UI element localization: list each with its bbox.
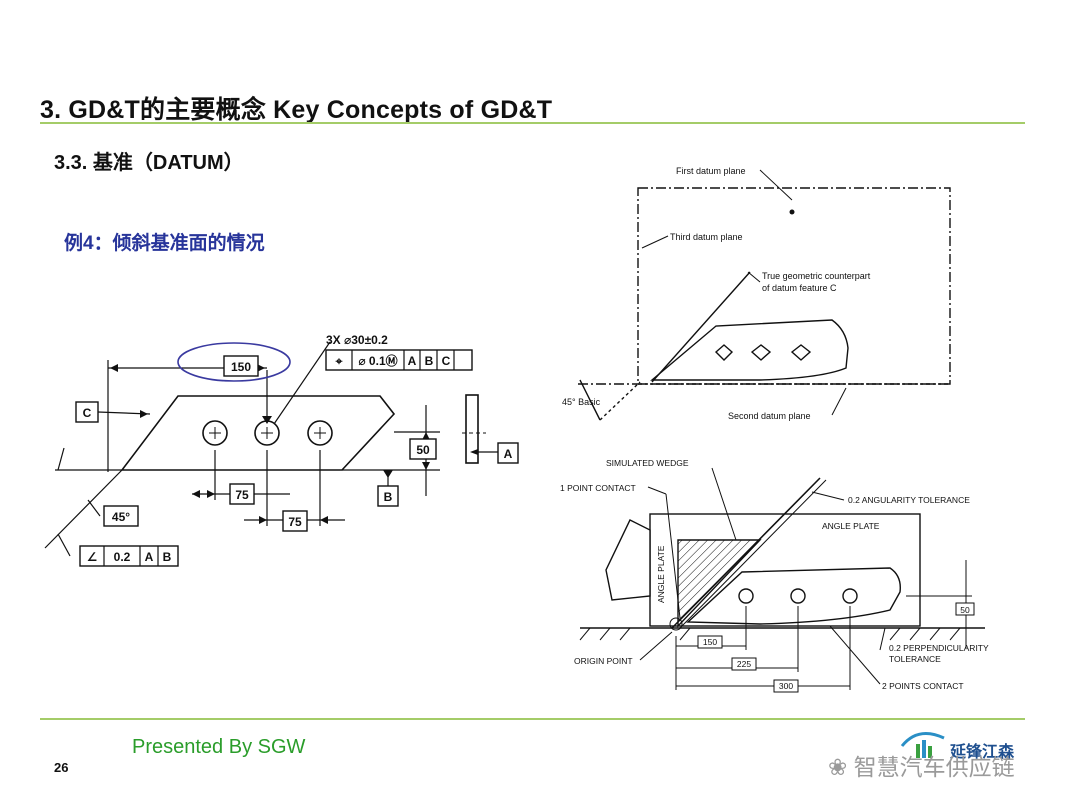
angle-plate-side-label: ANGLE PLATE (656, 545, 666, 603)
watermark-text: 智慧汽车供应链 (853, 754, 1015, 780)
dim-75-b: 75 (288, 515, 302, 529)
angularity-tolerance: 0.2 (114, 550, 131, 564)
frame-datum-b: B (425, 354, 434, 368)
datum-c-label: C (83, 406, 92, 420)
perpendicularity-label-2: TOLERANCE (889, 654, 941, 664)
dim-225-right: 225 (737, 659, 751, 669)
dim-300-right: 300 (779, 681, 793, 691)
presenter-credit: Presented By SGW (132, 736, 306, 758)
angularity-tolerance-label: 0.2 ANGULARITY TOLERANCE (848, 495, 970, 505)
angularity-datum-a: A (145, 550, 154, 564)
dim-45: 45° (112, 510, 130, 524)
basic-45-label: 45° Basic (562, 397, 601, 407)
dim-50: 50 (416, 443, 430, 457)
simulated-wedge-label: SIMULATED WEDGE (606, 458, 689, 468)
angle-plate-label: ANGLE PLATE (822, 521, 880, 531)
angularity-symbol: ∠ (87, 550, 98, 564)
position-symbol: ⌖ (335, 354, 343, 368)
datum-a-label: A (504, 447, 513, 461)
two-points-contact-label: 2 POINTS CONTACT (882, 681, 964, 691)
title-divider (40, 122, 1025, 124)
frame-datum-c: C (442, 354, 451, 368)
first-datum-plane-label: First datum plane (676, 166, 746, 176)
position-tolerance: ⌀ 0.1Ⓜ (358, 353, 397, 368)
angle-plate-setup-diagram: SIMULATED WEDGE 1 POINT CONTACT 0.2 ANGU… (560, 458, 989, 693)
counterpart-label-1: True geometric counterpart (762, 271, 871, 281)
dim-150: 150 (231, 360, 251, 374)
hole-callout: 3X ⌀30±0.2 (326, 333, 388, 347)
datum-b-label: B (384, 490, 393, 504)
slide-title: 3. GD&T的主要概念 Key Concepts of GD&T (40, 96, 553, 124)
angularity-datum-b: B (163, 550, 172, 564)
third-datum-plane-label: Third datum plane (670, 232, 743, 242)
counterpart-label-2: of datum feature C (762, 283, 837, 293)
example-heading: 例4：倾斜基准面的情况 (64, 233, 265, 254)
company-logo-text: 延锋江森 (950, 744, 1015, 761)
dim-150-right: 150 (703, 637, 717, 647)
point-contact-label: 1 POINT CONTACT (560, 483, 636, 493)
left-gdt-drawing: 3X ⌀30±0.2 ⌖ ⌀ 0.1Ⓜ A B C 150 C 50 75 75… (44, 333, 519, 567)
section-subtitle: 3.3. 基准（DATUM） (54, 152, 244, 174)
datum-planes-diagram: First datum plane Third datum plane True… (562, 166, 951, 421)
company-logo-icon (900, 732, 945, 758)
dim-75-a: 75 (235, 488, 249, 502)
dim-50-right: 50 (960, 605, 970, 615)
frame-datum-a: A (408, 354, 417, 368)
footer-divider (40, 718, 1025, 720)
wechat-icon: ❀ (828, 754, 848, 780)
page-number: 26 (54, 760, 69, 775)
perpendicularity-label-1: 0.2 PERPENDICULARITY (889, 643, 989, 653)
origin-point-label: ORIGIN POINT (574, 656, 633, 666)
wechat-watermark: ❀ 智慧汽车供应链 (828, 748, 1015, 782)
second-datum-plane-label: Second datum plane (728, 411, 811, 421)
